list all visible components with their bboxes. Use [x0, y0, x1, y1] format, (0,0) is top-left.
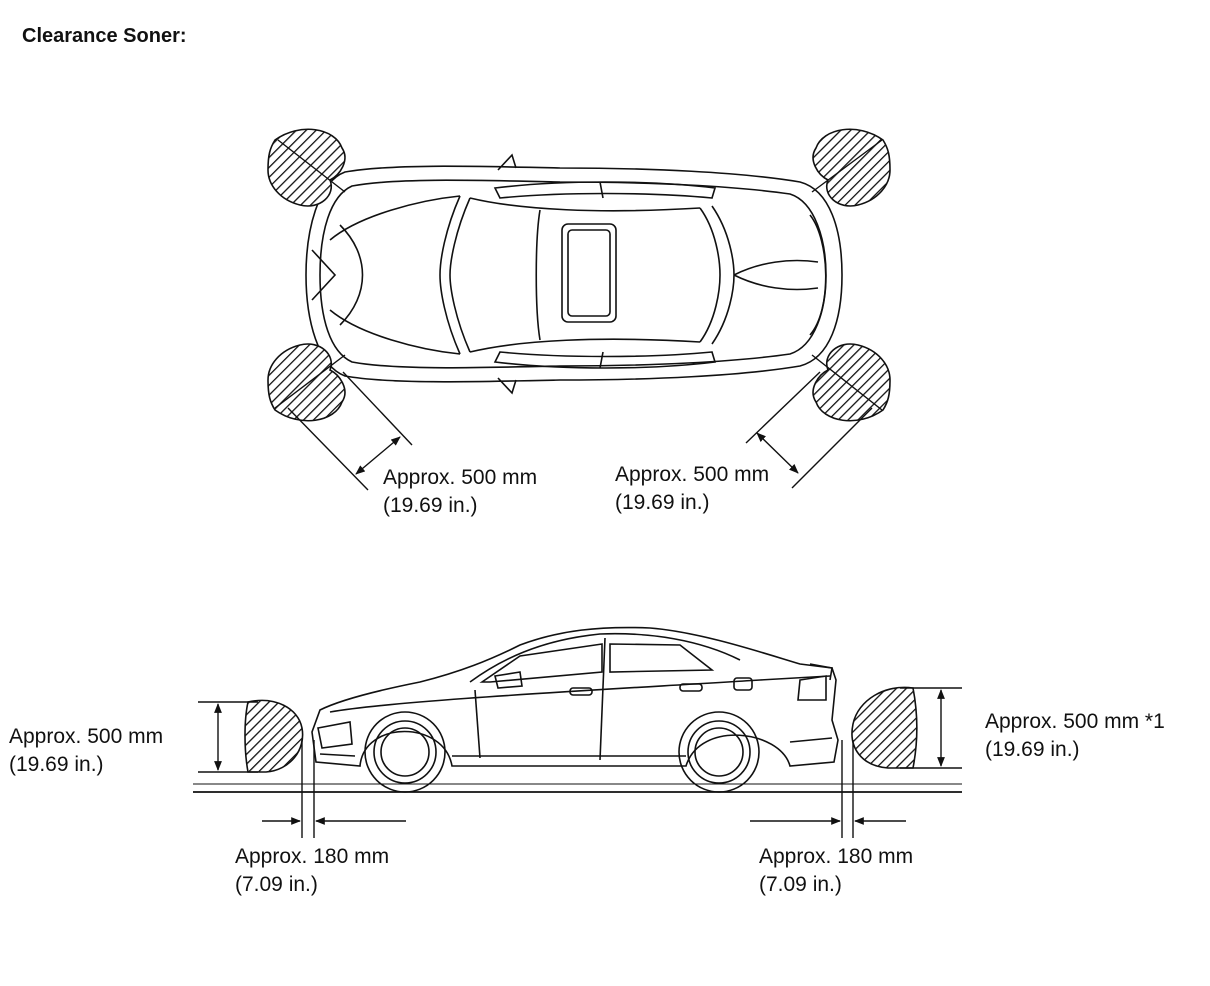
label-side-offset-front: Approx. 180 mm (7.09 in.): [235, 843, 389, 899]
side-height-dimension-right: [900, 687, 962, 769]
label-side-offset-rear-in: (7.09 in.): [759, 873, 842, 896]
side-height-dimension-left: [198, 701, 258, 773]
sonar-zone-rear-right: [811, 343, 891, 422]
label-side-height-left-in: (19.69 in.): [9, 753, 104, 776]
side-offset-dimension-rear: [750, 740, 906, 838]
label-side-height-left-mm: Approx. 500 mm: [9, 725, 164, 748]
side-offset-dimension-front: [262, 740, 406, 838]
label-side-offset-front-in: (7.09 in.): [235, 873, 318, 896]
diagram-title: Clearance Soner:: [22, 25, 187, 47]
label-side-offset-rear-mm: Approx. 180 mm: [759, 845, 914, 868]
sonar-zone-front-left: [267, 128, 346, 207]
sonar-zone-front-right: [811, 128, 891, 207]
sonar-zone-side-front: [244, 699, 304, 773]
label-top-front-left-in: (19.69 in.): [383, 494, 478, 517]
label-side-height-right: Approx. 500 mm *1 (19.69 in.): [985, 708, 1165, 764]
sonar-zone-side-rear: [851, 686, 918, 769]
label-side-height-right-mm: Approx. 500 mm *1: [985, 710, 1165, 733]
top-dimension-right: [745, 371, 873, 489]
label-top-rear-right-in: (19.69 in.): [615, 491, 710, 514]
label-top-front-left: Approx. 500 mm (19.69 in.): [383, 464, 537, 520]
label-side-height-left: Approx. 500 mm (19.69 in.): [9, 723, 163, 779]
label-side-offset-rear: Approx. 180 mm (7.09 in.): [759, 843, 913, 899]
top-dimension-left: [287, 371, 413, 491]
car-top-view: [305, 153, 843, 395]
label-side-offset-front-mm: Approx. 180 mm: [235, 845, 390, 868]
label-top-front-left-mm: Approx. 500 mm: [383, 466, 538, 489]
sonar-zone-rear-left: [267, 343, 346, 422]
car-side-view: [193, 626, 962, 793]
label-top-rear-right-mm: Approx. 500 mm: [615, 463, 770, 486]
label-side-height-right-in: (19.69 in.): [985, 738, 1080, 761]
label-top-rear-right: Approx. 500 mm (19.69 in.): [615, 461, 769, 517]
